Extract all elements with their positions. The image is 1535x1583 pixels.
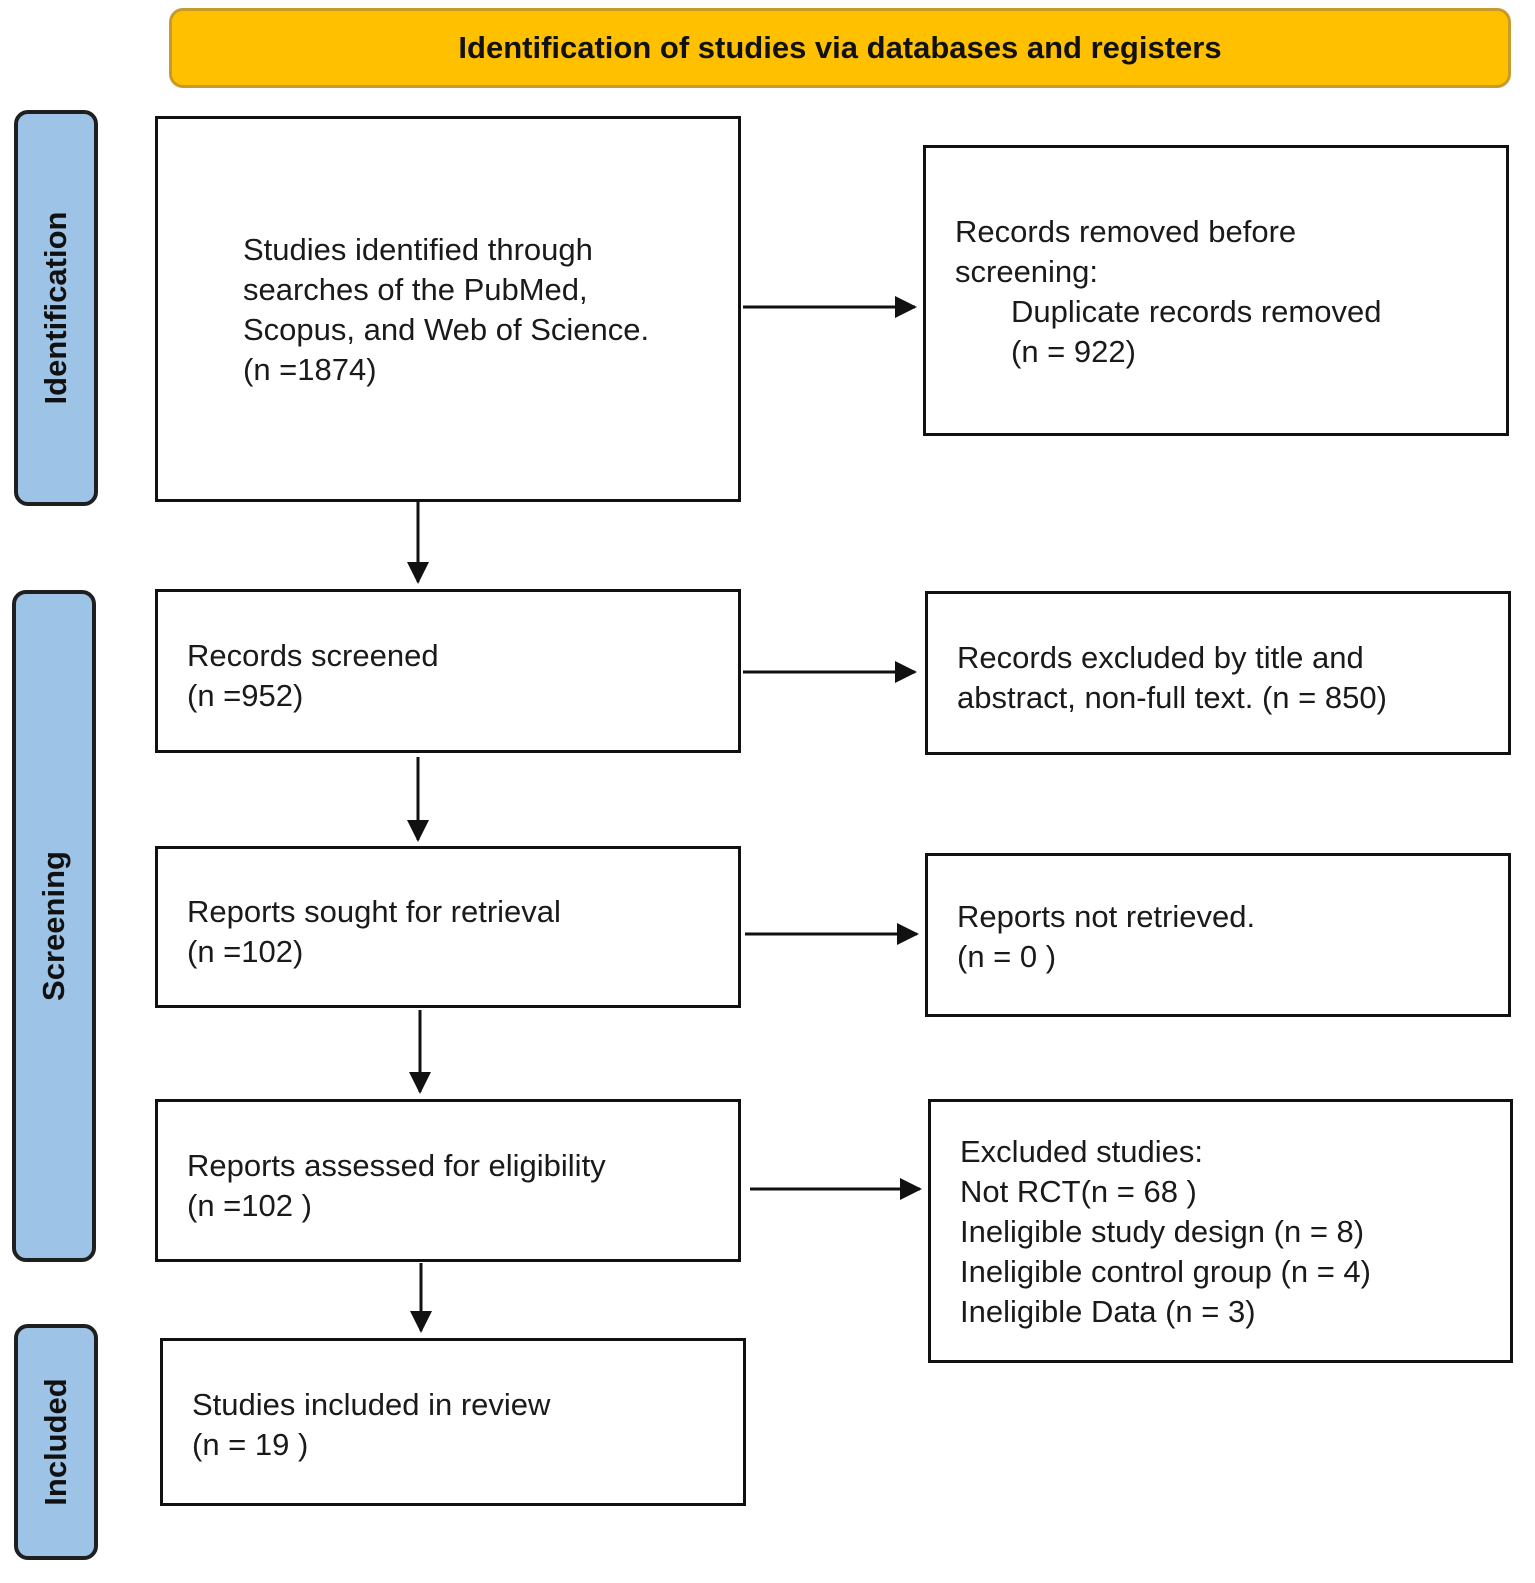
box-line: Not RCT(n = 68 )	[960, 1174, 1197, 1209]
box-line: Ineligible Data (n = 3)	[960, 1294, 1256, 1329]
box-records-excluded: Records excluded by title and abstract, …	[925, 591, 1511, 755]
box-excluded-studies: Excluded studies: Not RCT(n = 68 ) Ineli…	[928, 1099, 1513, 1363]
header-title: Identification of studies via databases …	[458, 30, 1222, 65]
box-line: searches of the PubMed,	[243, 272, 588, 307]
box-records-screened: Records screened (n =952)	[155, 589, 741, 753]
box-line: Records removed before	[955, 214, 1297, 249]
box-line: Reports not retrieved.	[957, 899, 1256, 934]
box-line: (n = 0 )	[957, 939, 1057, 974]
box-line: abstract, non-full text. (n = 850)	[957, 680, 1387, 715]
box-line: Reports assessed for eligibility	[187, 1148, 606, 1183]
box-line: (n =1874)	[243, 352, 377, 387]
phase-tab-screening: Screening	[12, 590, 96, 1262]
box-reports-sought: Reports sought for retrieval (n =102)	[155, 846, 741, 1008]
box-studies-included: Studies included in review (n = 19 )	[160, 1338, 746, 1506]
box-line: Duplicate records removed	[1011, 294, 1382, 329]
box-line: Studies included in review	[192, 1387, 551, 1422]
phase-tab-included: Included	[14, 1324, 98, 1560]
box-line: Reports sought for retrieval	[187, 894, 561, 929]
box-line: (n =952)	[187, 678, 304, 713]
box-line: (n =102 )	[187, 1188, 312, 1223]
phase-tab-identification: Identification	[14, 110, 98, 506]
box-line: screening:	[955, 254, 1099, 289]
box-line: Records screened	[187, 638, 439, 673]
box-line: Ineligible study design (n = 8)	[960, 1214, 1365, 1249]
box-line: Excluded studies:	[960, 1134, 1203, 1169]
header-banner: Identification of studies via databases …	[169, 8, 1511, 88]
box-reports-not-retrieved: Reports not retrieved. (n = 0 )	[925, 853, 1511, 1017]
box-reports-assessed: Reports assessed for eligibility (n =102…	[155, 1099, 741, 1262]
box-line: Scopus, and Web of Science.	[243, 312, 650, 347]
box-records-removed: Records removed before screening: Duplic…	[923, 145, 1509, 436]
box-line: Studies identified through	[243, 232, 593, 267]
box-line: Records excluded by title and	[957, 640, 1364, 675]
box-line: Ineligible control group (n = 4)	[960, 1254, 1371, 1289]
box-line: (n = 922)	[1011, 334, 1136, 369]
box-line: (n = 19 )	[192, 1427, 309, 1462]
box-line: (n =102)	[187, 934, 304, 969]
box-studies-identified: Studies identified through searches of t…	[155, 116, 741, 502]
